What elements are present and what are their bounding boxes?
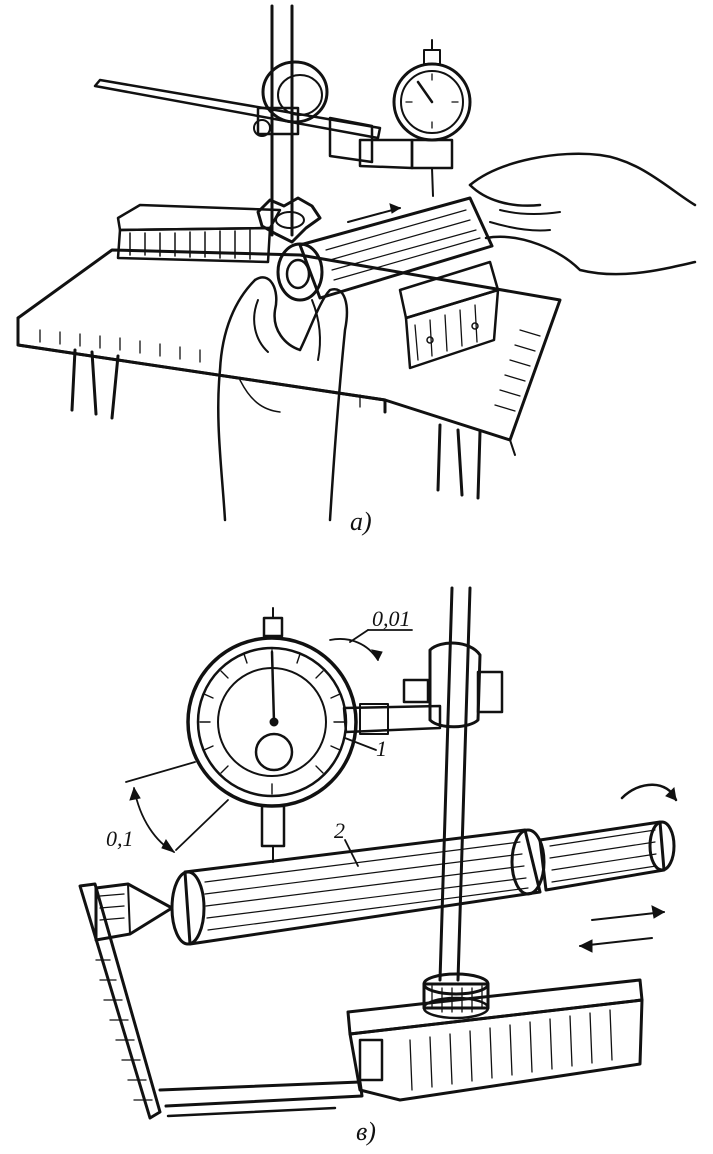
dial-indicator-b	[186, 607, 358, 863]
panel-a-caption: a)	[350, 507, 372, 536]
horizontal-arm	[93, 78, 414, 170]
left-hand	[217, 276, 349, 522]
callout-scale-coarse: 0,1	[106, 761, 229, 853]
stand-base-nut	[422, 972, 490, 1020]
callout-part-1: 1	[344, 736, 387, 761]
workpiece-cylinder-a	[276, 196, 494, 302]
part-2-label: 2	[334, 818, 345, 843]
workpiece-cylinder-b	[170, 783, 678, 946]
v-block-support	[398, 260, 500, 370]
panel-b-caption: в)	[356, 1117, 376, 1146]
scale-coarse-label: 0,1	[106, 826, 134, 851]
callout-part-2: 2	[334, 818, 359, 867]
surface-table	[16, 248, 562, 500]
dial-indicator-a	[392, 39, 472, 197]
part-1-label: 1	[376, 736, 387, 761]
scale-fine-label: 0,01	[372, 606, 411, 631]
feed-direction-arrows	[578, 905, 666, 953]
clamp-knob	[256, 196, 322, 244]
right-hand	[468, 152, 697, 276]
lathe-center	[94, 882, 174, 942]
stand-rod-b	[402, 586, 504, 982]
table-rail	[116, 203, 282, 264]
callout-scale-fine: 0,01	[329, 606, 413, 662]
panel-a-illustration: a)	[16, 4, 697, 536]
panel-b-illustration: 0,01 1 0,1	[78, 586, 678, 1146]
indicator-arm	[342, 703, 442, 735]
machine-bed	[78, 882, 644, 1120]
